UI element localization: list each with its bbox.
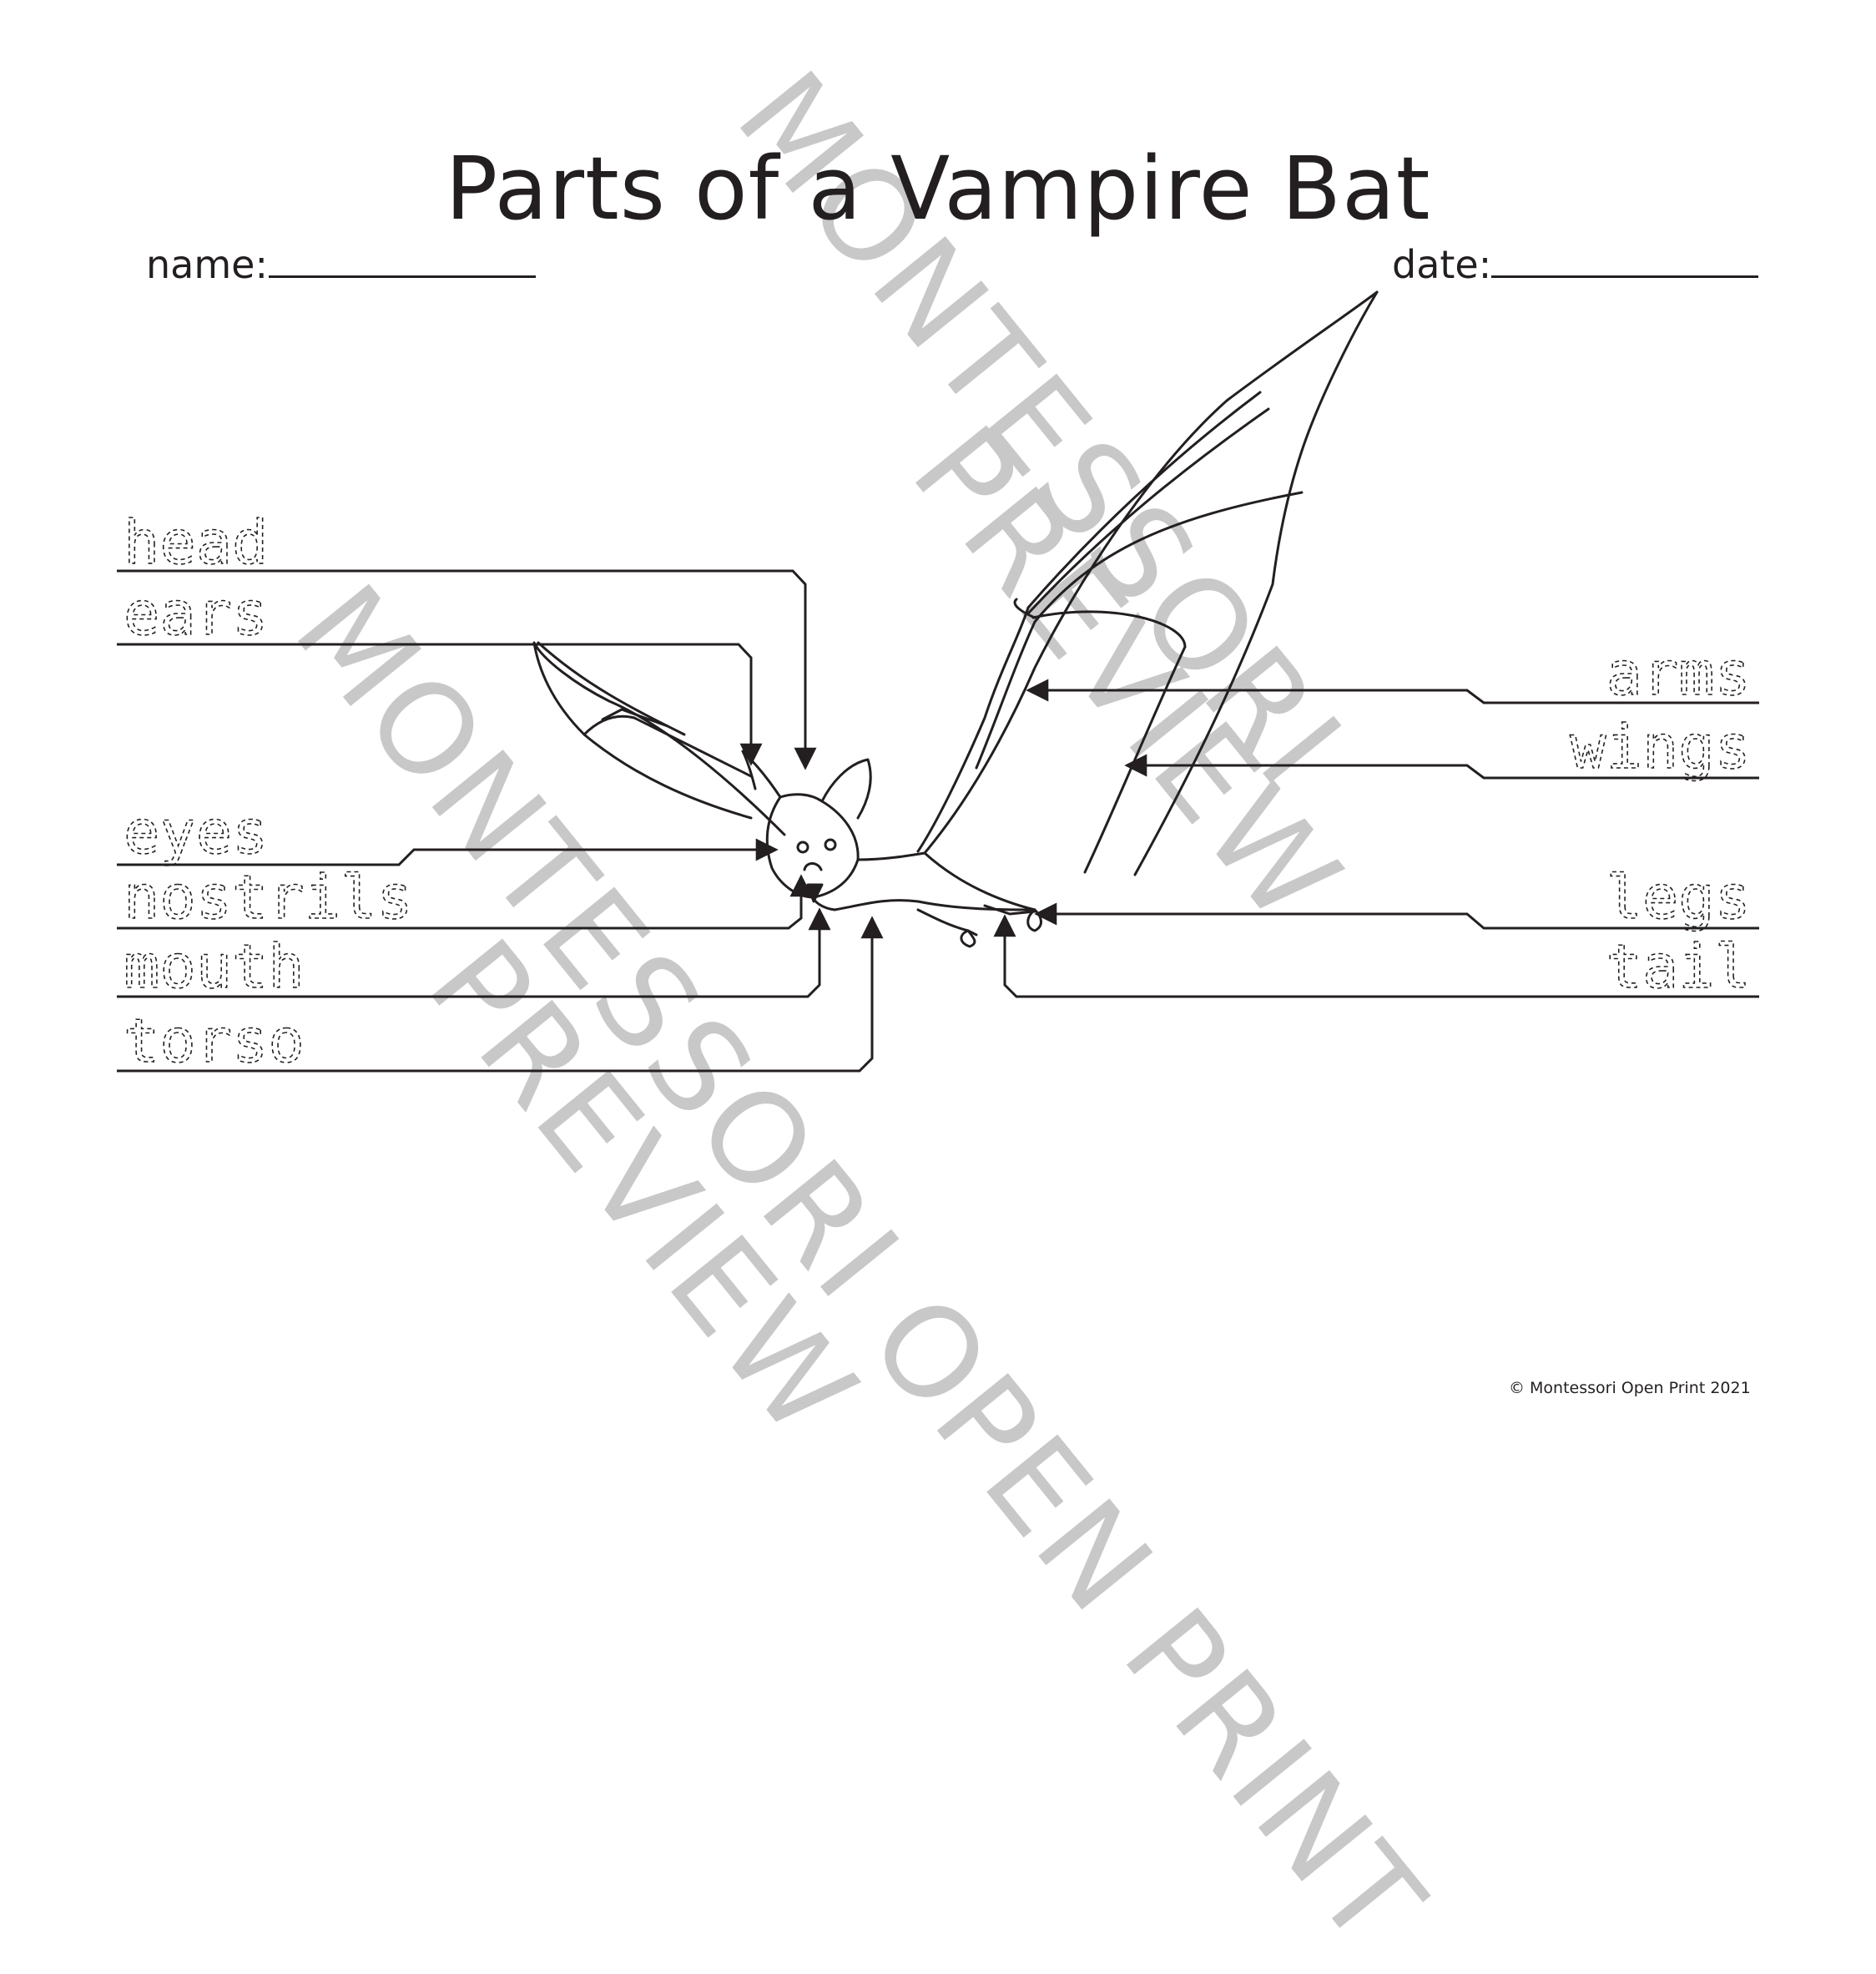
leader-line bbox=[993, 914, 1759, 998]
leader-line bbox=[117, 569, 817, 770]
wing-bone bbox=[537, 641, 686, 736]
date-label: date: bbox=[1392, 242, 1492, 287]
label-text: arms bbox=[1606, 639, 1751, 709]
label-text: legs bbox=[1606, 862, 1751, 932]
wing-edge bbox=[1133, 290, 1379, 876]
arm-bone bbox=[916, 606, 1030, 853]
name-label: name: bbox=[146, 242, 268, 287]
copyright-text: © Montessori Open Print 2021 bbox=[1509, 1379, 1751, 1397]
label-nostrils: nostrils bbox=[117, 861, 813, 933]
eye-right bbox=[824, 838, 837, 851]
leader-line bbox=[117, 838, 779, 866]
leader-line bbox=[117, 643, 763, 766]
label-legs: legs bbox=[1034, 861, 1759, 933]
leader-line bbox=[1026, 679, 1759, 704]
label-text: eyes bbox=[124, 797, 268, 867]
bat-illustration bbox=[532, 290, 1379, 948]
label-text: tail bbox=[1606, 931, 1751, 1002]
wing-trailing-edge bbox=[1083, 645, 1187, 874]
wing-bone bbox=[582, 714, 753, 778]
leader-line bbox=[1034, 902, 1759, 930]
wing-thumb bbox=[1013, 598, 1036, 619]
torso-outline bbox=[812, 851, 1036, 911]
wing-bone bbox=[601, 708, 669, 728]
label-text: head bbox=[124, 507, 268, 578]
label-text: nostrils bbox=[124, 862, 413, 932]
leader-line bbox=[117, 916, 884, 1073]
label-text: wings bbox=[1570, 712, 1751, 782]
label-text: torso bbox=[124, 1006, 305, 1076]
ear-right bbox=[820, 758, 872, 820]
arm-bone bbox=[975, 620, 1036, 770]
foot bbox=[960, 929, 976, 948]
leader-line bbox=[117, 874, 813, 930]
worksheet: MONTESSORI PREVIEW MONTESSORI OPEN PRINT… bbox=[117, 46, 1759, 1974]
label-torso: torso bbox=[117, 916, 884, 1077]
label-wings: wings bbox=[1124, 711, 1759, 783]
leg bbox=[983, 904, 1036, 916]
leader-line bbox=[117, 907, 831, 998]
page-title: Parts of a Vampire Bat bbox=[445, 138, 1431, 240]
label-eyes: eyes bbox=[117, 796, 779, 868]
label-arms: arms bbox=[1026, 638, 1759, 709]
label-tail: tail bbox=[993, 914, 1759, 1002]
wing-bone bbox=[1026, 391, 1262, 609]
label-head: head bbox=[117, 507, 817, 770]
label-ears: ears bbox=[117, 578, 763, 766]
date-field[interactable] bbox=[1491, 275, 1758, 278]
label-text: ears bbox=[124, 578, 268, 649]
label-mouth: mouth bbox=[117, 907, 831, 1002]
wing-bone bbox=[1031, 610, 1187, 649]
wing-edge bbox=[532, 641, 786, 836]
wing-bone bbox=[1033, 491, 1304, 624]
eye-left bbox=[796, 841, 809, 854]
name-field[interactable] bbox=[269, 275, 536, 278]
wing-edge bbox=[923, 290, 1379, 855]
bat-diagram: head ears eyes nostrils mouth torso arms bbox=[117, 290, 1759, 1077]
head-outline bbox=[765, 793, 860, 899]
label-text: mouth bbox=[124, 931, 305, 1002]
nostrils bbox=[803, 862, 823, 871]
wing-bone bbox=[1026, 407, 1270, 615]
leader-line bbox=[1124, 754, 1759, 780]
